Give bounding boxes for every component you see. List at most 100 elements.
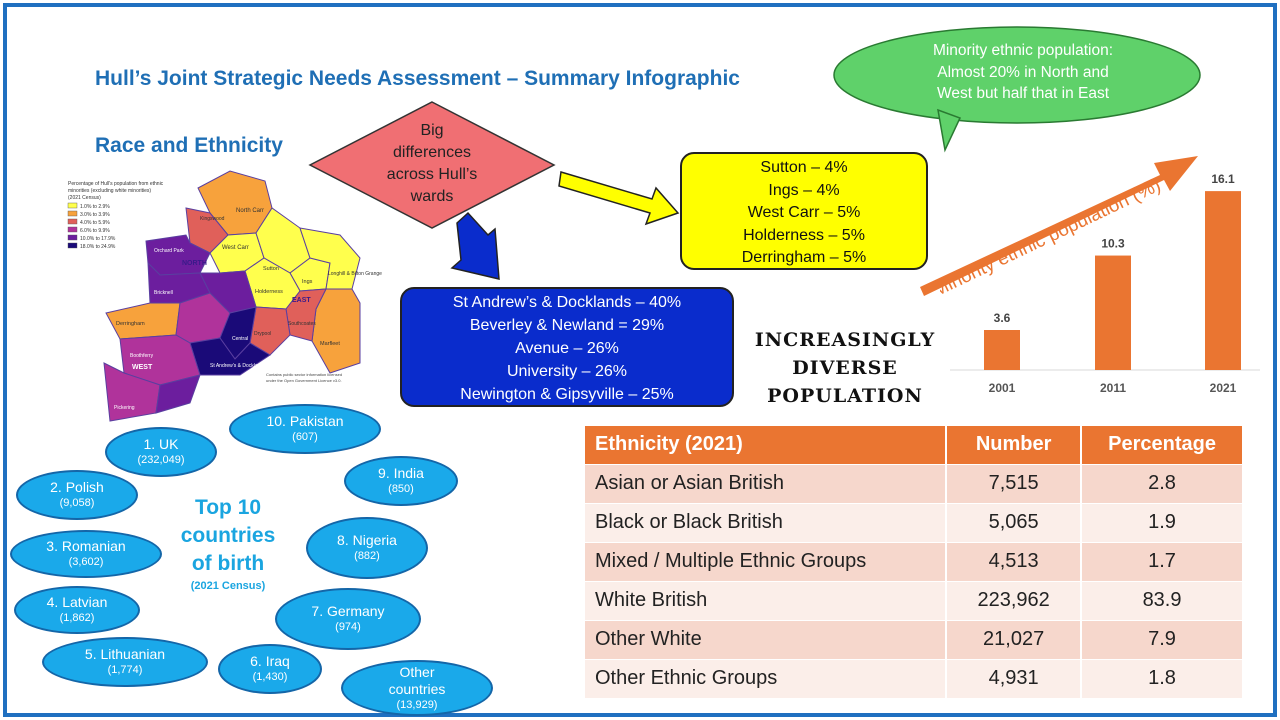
ward-longhill — [299, 227, 361, 290]
column-header: Ethnicity (2021) — [585, 426, 948, 464]
legend-label: 18.0% to 24.9% — [80, 244, 116, 250]
country-bubble-nigeria: 8. Nigeria (882) — [306, 517, 428, 579]
diamond-line: wards — [410, 188, 454, 205]
map-label-sutton: Sutton — [263, 266, 279, 272]
map-label-holderness: Holderness — [255, 289, 283, 295]
number-cell: 7,515 — [946, 463, 1083, 503]
country-name: 9. India — [378, 465, 424, 481]
country-count: (1,430) — [252, 671, 288, 683]
speech-bubble — [833, 26, 1201, 124]
country-count: (232,049) — [137, 454, 185, 466]
countries-heading-line: countries — [180, 524, 276, 547]
countries-heading: Top 10 countries of birth — [168, 494, 288, 578]
chart-bar — [1095, 255, 1131, 370]
ethnicity-cell: Mixed / Multiple Ethnic Groups — [585, 541, 948, 581]
country-count: (607) — [292, 431, 318, 443]
diamond-line: across Hull’s — [386, 166, 478, 183]
diamond-text: Big differences across Hull’s wards — [357, 120, 507, 208]
legend-label: 10.0% to 17.9% — [80, 236, 116, 242]
country-bubble-india: 9. India (850) — [344, 456, 458, 506]
map-label-west: WEST — [132, 364, 153, 371]
map-legend: Percentage of Hull's population from eth… — [67, 181, 164, 250]
country-count: (13,929) — [396, 698, 438, 711]
highest-wards-box: St Andrew’s & Docklands – 40% Beverley &… — [400, 287, 734, 407]
country-name: 2. Polish — [50, 479, 104, 495]
bubble-line: Minority ethnic population: — [932, 42, 1114, 59]
table-row: Other White 21,027 7.9 — [585, 619, 1244, 659]
minority-population-chart: Minority ethnic population (%)3.6200110.… — [940, 172, 1260, 395]
country-count: (850) — [388, 483, 414, 495]
country-bubble-pakistan: 10. Pakistan (607) — [229, 404, 381, 454]
chart-x-tick: 2021 — [1210, 381, 1237, 395]
number-cell: 4,931 — [946, 658, 1083, 698]
number-cell: 21,027 — [946, 619, 1083, 659]
bubble-line: West but half that in East — [936, 85, 1110, 102]
map-copyright: under the Open Government Licence v3.0. — [266, 378, 342, 383]
map-label-bricknell: Bricknell — [154, 290, 173, 296]
country-bubble-uk: 1. UK (232,049) — [105, 427, 217, 477]
map-label-west-carr: West Carr — [222, 245, 249, 251]
percentage-cell: 7.9 — [1081, 619, 1244, 659]
countries-subheading: (2021 Census) — [190, 580, 266, 592]
chart-x-tick: 2001 — [989, 381, 1016, 395]
number-cell: 4,513 — [946, 541, 1083, 581]
page-title: Hull’s Joint Strategic Needs Assessment … — [95, 67, 740, 90]
map-label-pickering: Pickering — [114, 405, 135, 411]
chart-bar — [984, 330, 1020, 370]
country-name: 7. Germany — [311, 603, 385, 619]
map-label-marfleet: Marfleet — [320, 341, 340, 347]
ward-entry: Sutton – 4% — [760, 159, 848, 176]
percentage-cell: 1.7 — [1081, 541, 1244, 581]
map-label-drypool: Drypool — [254, 331, 271, 337]
legend-swatch — [67, 218, 78, 225]
diversity-line: INCREASINGLY — [754, 329, 936, 351]
ward-gipsyville — [155, 374, 201, 414]
ward-entry: Beverley & Newland = 29% — [469, 317, 665, 334]
diamond-line: differences — [393, 144, 471, 161]
country-count: (882) — [354, 550, 380, 562]
map-label-north-carr: North Carr — [236, 208, 264, 214]
map-copyright: Contains public sector information licen… — [266, 372, 342, 377]
ethnicity-cell: Black or Black British — [585, 502, 948, 542]
percentage-cell: 2.8 — [1081, 463, 1244, 503]
ward-st-andrews — [189, 337, 271, 376]
trend-arrow — [920, 156, 1198, 296]
speech-bubble-text: Minority ethnic population: Almost 20% i… — [875, 40, 1171, 105]
country-name: Other countries — [388, 663, 446, 697]
map-label-north: NORTH — [182, 260, 207, 267]
diamond-shape — [308, 101, 556, 229]
country-bubble-iraq: 6. Iraq (1,430) — [218, 644, 322, 694]
legend-swatch — [67, 226, 78, 233]
table-row: Black or Black British 5,065 1.9 — [585, 502, 1244, 542]
percentage-cell: 1.9 — [1081, 502, 1244, 542]
country-bubble-germany: 7. Germany (974) — [275, 588, 421, 650]
country-bubble-other: Other countries (13,929) — [341, 660, 493, 716]
column-header: Percentage — [1081, 426, 1244, 464]
country-name: 5. Lithuanian — [84, 646, 166, 662]
ward-entry: Avenue – 26% — [515, 340, 619, 357]
map-label-ings: Ings — [302, 279, 313, 285]
country-count: (9,058) — [59, 497, 95, 509]
map-label-longhill: Longhill & Bilton Grange — [328, 271, 382, 277]
diamond-line: Big — [420, 122, 444, 139]
ward-entry: University – 26% — [506, 363, 628, 380]
arrow-to-lowest-wards — [558, 171, 680, 226]
legend-swatch — [67, 210, 78, 217]
chart-data-label: 3.6 — [994, 311, 1011, 325]
legend-label: 4.0% to 5.9% — [80, 220, 110, 226]
legend-title-line: Percentage of Hull's population from eth… — [68, 181, 164, 187]
ethnicity-cell: White British — [585, 580, 948, 620]
country-count: (1,862) — [59, 612, 95, 624]
country-name: 10. Pakistan — [266, 413, 344, 429]
number-cell: 223,962 — [946, 580, 1083, 620]
speech-bubble-tail — [937, 108, 962, 153]
countries-heading-line: of birth — [191, 552, 265, 575]
table-row: White British 223,962 83.9 — [585, 580, 1244, 620]
section-title: Race and Ethnicity — [95, 134, 283, 157]
ward-entry: Holderness – 5% — [743, 226, 865, 244]
legend-swatch — [67, 234, 78, 241]
country-bubble-latvian: 4. Latvian (1,862) — [14, 586, 140, 634]
map-label-southcoates: Southcoates — [288, 321, 316, 327]
country-name: 6. Iraq — [250, 653, 290, 669]
